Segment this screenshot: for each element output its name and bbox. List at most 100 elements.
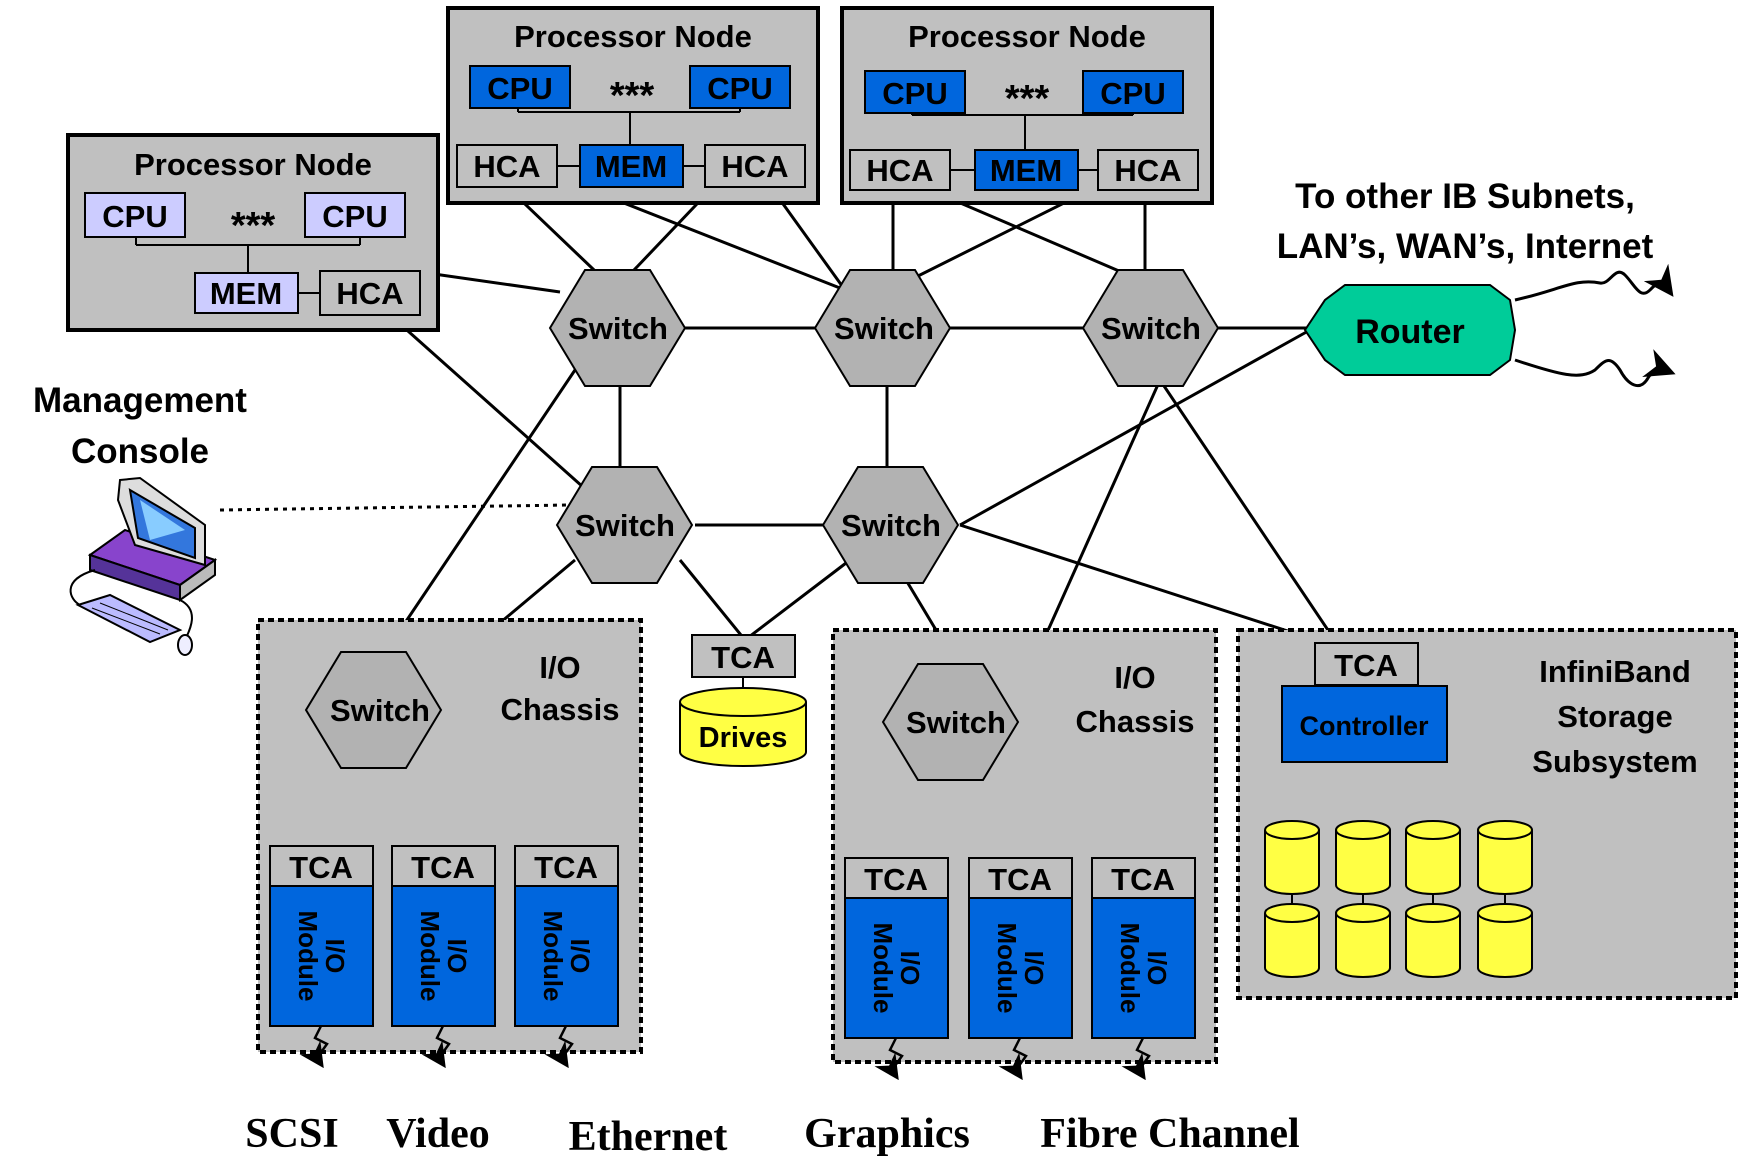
svg-text:CPU: CPU [707,71,772,106]
svg-text:InfiniBand: InfiniBand [1539,654,1691,689]
management-console: Management Console [33,381,247,656]
storage-drive-bottom-3 [1405,903,1461,978]
node-1-mem [194,272,299,314]
chassis-2-tca-1 [844,857,949,899]
node-3-ellipsis: *** [1005,78,1050,120]
chassis-2-tca-2 [968,857,1073,899]
chassis-2-signal-arrow-2 [998,1037,1028,1081]
node-3-cpu-left [864,70,966,114]
processor-node-1: Processor Node CPU *** CPU MEM HCA [66,133,440,332]
svg-text:Router: Router [1355,313,1465,351]
chassis-1-io-label-3: I/OModule [538,911,595,1002]
node-3-hca-right [1097,149,1199,191]
svg-text:Switch: Switch [841,508,941,543]
svg-text:TCA: TCA [1334,648,1398,683]
svg-text:HCA: HCA [721,149,788,184]
drives-label: Drives [699,722,788,754]
chassis-2-io-label-3: I/OModule [1115,923,1172,1014]
chassis-2-io-block-3 [1091,897,1196,1039]
storage-drive-bottom-2 [1335,903,1391,978]
svg-text:Storage: Storage [1557,699,1672,734]
chassis-1-tca-label-1: TCA [289,850,353,885]
label-video: Video [386,1111,489,1157]
label-fibre-channel: Fibre Channel [1040,1111,1299,1157]
svg-text:Chassis: Chassis [501,692,620,727]
svg-text:HCA: HCA [1114,153,1181,188]
console-label-line1: Management [33,381,247,420]
node-1-cpu-right [304,192,406,238]
switch-2: Switch [813,269,952,387]
node-1-hca [319,270,421,316]
chassis-2-io-label-2: I/OModule [992,923,1049,1014]
node-3-title: Processor Node [908,19,1146,54]
chassis-1-tca-label-2: TCA [411,850,475,885]
svg-text:Chassis: Chassis [1076,704,1195,739]
processor-node-2: Processor Node CPU *** CPU HCA MEM HCA [446,6,820,205]
chassis-2-tca-label-1: TCA [864,862,928,897]
chassis-2-switch: Switch [906,705,1006,740]
drives-tca [691,634,796,678]
svg-text:HCA: HCA [866,153,933,188]
svg-text:MEM: MEM [990,153,1062,188]
processor-node-3: Processor Node CPU *** CPU HCA MEM HCA [840,6,1214,205]
node-3-hca-left [849,149,951,191]
svg-text:HCA: HCA [473,149,540,184]
chassis-2-io-block-2 [968,897,1073,1039]
chassis-2-io-label-1: I/OModule [868,923,925,1014]
label-ethernet: Ethernet [569,1114,728,1157]
chassis-2-signal-arrow-3 [1121,1037,1151,1081]
chassis-1-io-block-1 [269,885,374,1027]
storage-drive-top-1 [1264,820,1320,895]
chassis-1-io-label-2: I/OModule [415,911,472,1002]
switch-5: Switch [821,466,960,584]
node-2-title: Processor Node [514,19,752,54]
svg-text:MEM: MEM [210,276,282,311]
generated-elements: TCA I/OModule TCA I/OModule TCA I/OModule TCA I… [269,820,1533,1081]
chassis-1-signal-arrow-1 [299,1025,329,1069]
svg-text:I/O: I/O [539,650,580,685]
storage-controller [1281,685,1448,763]
node-2-cpu-right [689,65,791,109]
chassis-1-signal-arrow-2 [421,1025,451,1069]
node-3-cpu-right [1082,70,1184,114]
storage-drive-top-3 [1405,820,1461,895]
chassis-2-tca-label-2: TCA [988,862,1052,897]
router: Router To other IB Subnets, LAN’s, WAN’s… [1277,177,1676,388]
label-scsi: SCSI [245,1111,338,1157]
switch-4: Switch [555,466,694,584]
chassis-1-tca-1 [269,845,374,887]
chassis-1-io-block-3 [514,885,619,1027]
chassis-1-tca-2 [391,845,496,887]
bottom-labels: SCSI Video Ethernet Graphics Fibre Chann… [245,1111,1299,1157]
svg-text:Controller: Controller [1299,711,1428,741]
node-2-cpu-left [469,65,571,109]
chassis-1-switch: Switch [330,693,430,728]
svg-text:CPU: CPU [882,76,947,111]
storage-drive-top-4 [1477,820,1533,895]
svg-text:TCA: TCA [711,640,775,675]
node-2-ellipsis: *** [610,75,655,117]
drives: TCA Drives [679,634,807,767]
svg-text:HCA: HCA [336,276,403,311]
svg-text:CPU: CPU [102,199,167,234]
chassis-2-tca-label-3: TCA [1111,862,1175,897]
chassis-1-signal-arrow-3 [544,1025,574,1069]
switch-3: Switch [1081,269,1220,387]
chassis-2-io-block-1 [844,897,949,1039]
chassis-2-module-1: TCA I/OModule [844,857,949,1081]
computer-icon [69,476,218,656]
chassis-1-tca-label-3: TCA [534,850,598,885]
svg-text:CPU: CPU [1100,76,1165,111]
switch-1: Switch [548,269,687,387]
chassis-1-tca-3 [514,845,619,887]
chassis-1-module-2: TCA I/OModule [391,845,496,1069]
svg-text:Switch: Switch [1101,311,1201,346]
node-1-title: Processor Node [134,147,372,182]
node-1-cpu-left [84,192,186,238]
svg-text:Switch: Switch [834,311,934,346]
chassis-2-module-2: TCA I/OModule [968,857,1073,1081]
console-link [219,503,571,512]
node-2-hca-left [456,144,558,188]
